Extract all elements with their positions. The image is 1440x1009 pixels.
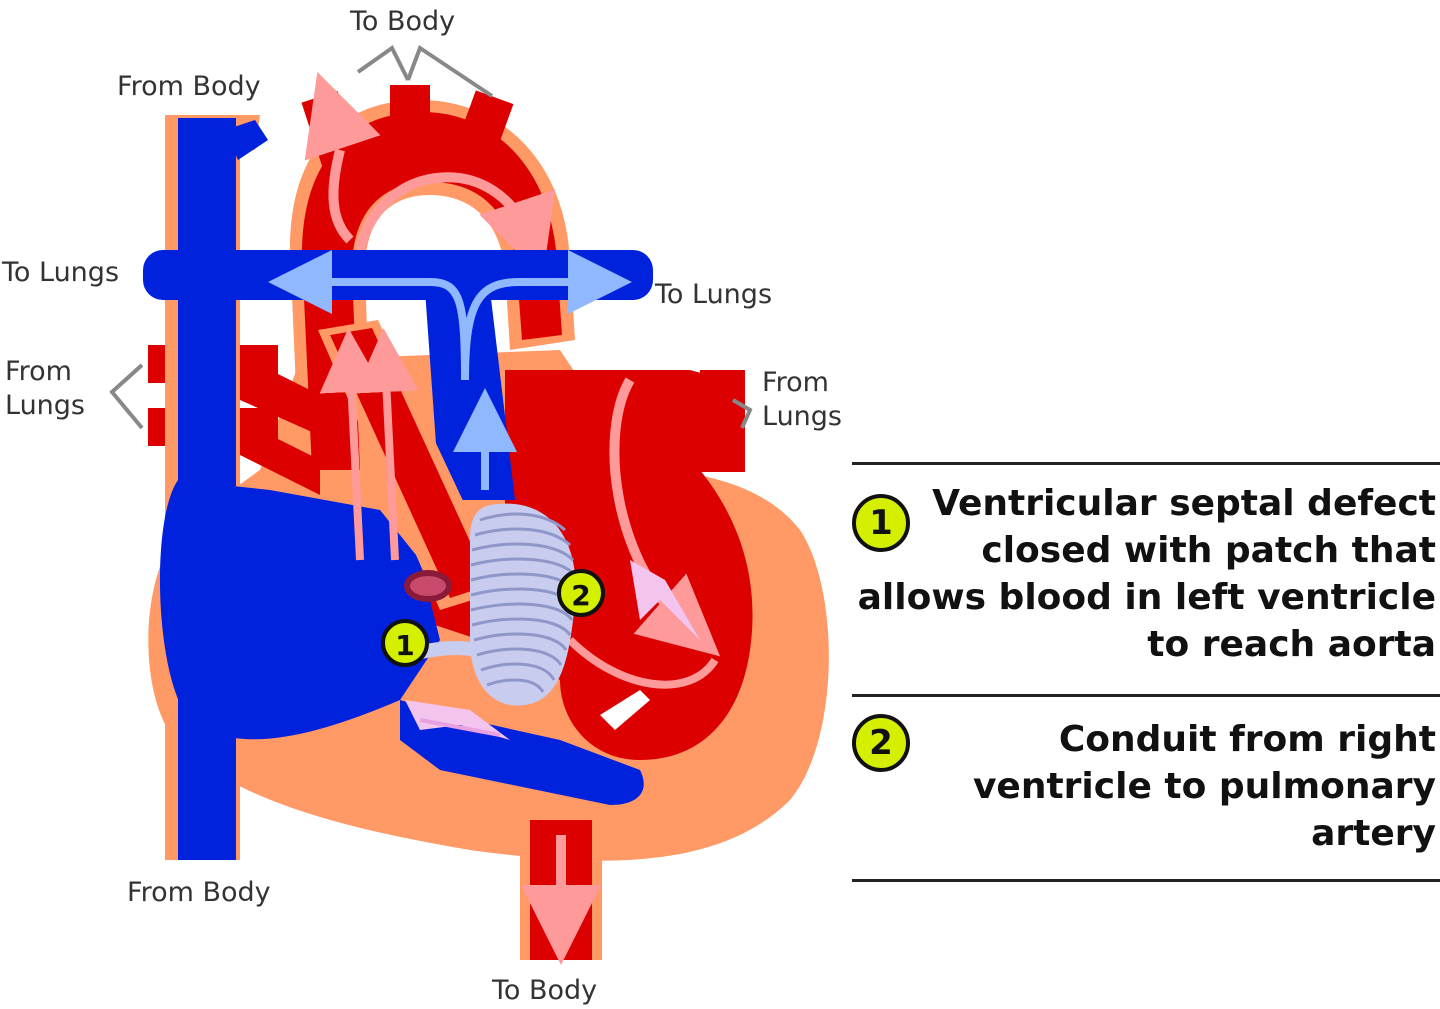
legend-badge-1: 1 [852, 494, 910, 552]
legend-1-line-3: allows blood in left ventricle [857, 577, 1436, 618]
from-lungs-left-line-1: From [5, 356, 72, 387]
legend-text-1: Ventricular septal defect closed with pa… [858, 480, 1436, 668]
legend-1-line-2: closed with patch that [981, 530, 1436, 571]
legend-1-line-4: to reach aorta [1147, 624, 1436, 665]
from-body-top-label: From Body [117, 71, 261, 102]
legend-divider-top [852, 462, 1440, 465]
legend-divider-middle [852, 694, 1440, 697]
marker-2-label: 2 [571, 579, 590, 612]
legend-badge-2: 2 [852, 714, 910, 772]
marker-1-label: 1 [395, 629, 414, 662]
mitral-valve [630, 560, 700, 640]
marker-2: 2 [557, 569, 605, 617]
legend-item-1: 1 Ventricular septal defect closed with … [852, 480, 1440, 690]
from-lungs-left-line-2: Lungs [5, 390, 85, 421]
legend-2-line-3: artery [1311, 813, 1436, 854]
aortic-valve [404, 570, 452, 602]
from-lungs-left-label: From Lungs [5, 355, 85, 423]
callout-lines [109, 44, 753, 430]
to-lungs-left-label: To Lungs [2, 257, 120, 288]
from-body-bottom-label: From Body [127, 877, 271, 908]
lv-aorta-channel [318, 320, 505, 610]
inflow-arrow [600, 690, 650, 730]
legend-1-line-1: Ventricular septal defect [932, 483, 1436, 524]
descending-aorta [520, 820, 602, 965]
legend-text-2: Conduit from right ventricle to pulmonar… [973, 716, 1436, 857]
legend-item-2: 2 Conduit from right ventricle to pulmon… [852, 714, 1440, 874]
to-body-bottom-label: To Body [492, 975, 598, 1006]
marker-1: 1 [381, 619, 429, 667]
legend-2-line-1: Conduit from right [1058, 719, 1436, 760]
from-lungs-right-label: From Lungs [762, 366, 842, 434]
heart-diagram: 1 2 [109, 44, 829, 965]
vena-cava [159, 115, 440, 860]
legend-2-line-2: ventricle to pulmonary [972, 766, 1436, 807]
from-lungs-right-line-1: From [762, 367, 829, 398]
pulmonary-artery [143, 250, 653, 500]
from-lungs-right-line-2: Lungs [762, 401, 842, 432]
to-body-top-label: To Body [350, 6, 456, 37]
legend-divider-bottom [852, 879, 1440, 882]
tricuspid-valve [405, 700, 510, 740]
to-lungs-right-label: To Lungs [655, 279, 773, 310]
